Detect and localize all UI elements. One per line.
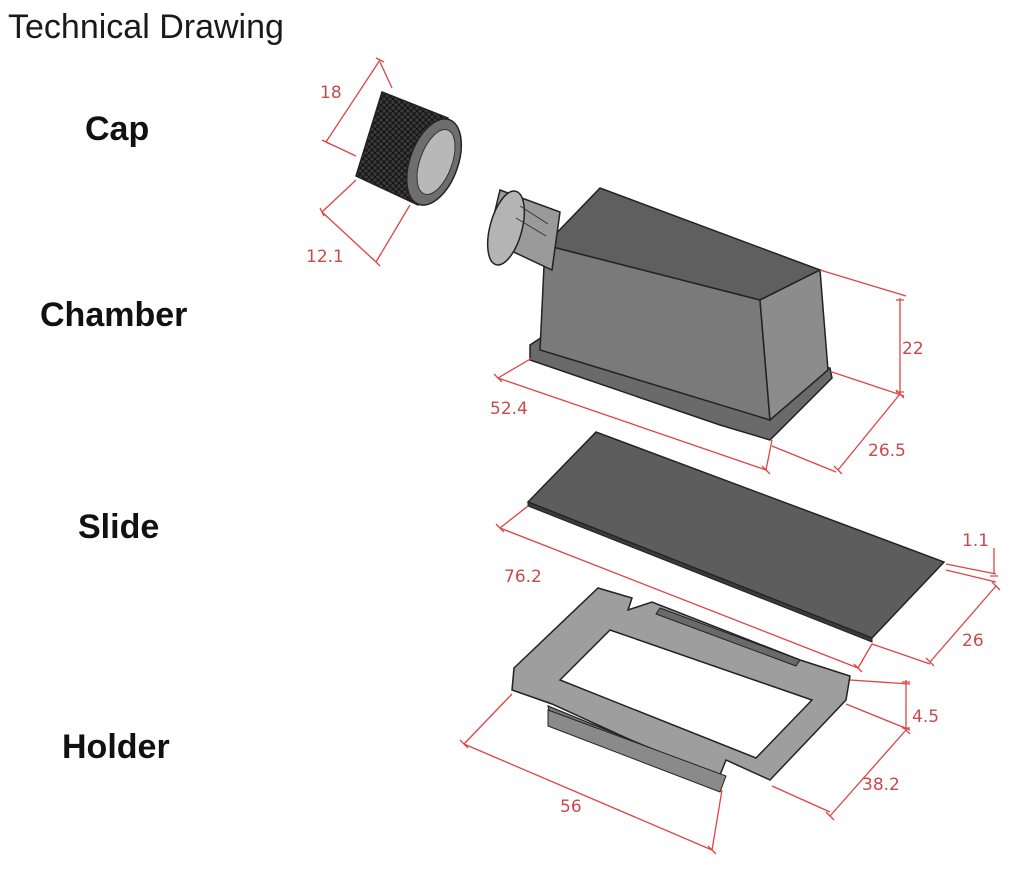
cap-dimension-lines (319, 57, 411, 267)
chamber-dimension-lines (493, 269, 907, 475)
slide-length-dim: 76.2 (504, 567, 542, 587)
holder-dimension-lines (459, 679, 911, 855)
cap-length-dim: 12.1 (306, 247, 344, 267)
slide-part (526, 431, 946, 643)
slide-dimension-lines (495, 505, 1001, 673)
cap-diameter-dim: 18 (320, 83, 342, 103)
slide-thickness-dim: 1.1 (962, 531, 989, 551)
holder-length-dim: 56 (560, 797, 582, 817)
holder-label: Holder (62, 728, 170, 766)
holder-height-dim: 4.5 (912, 707, 939, 727)
chamber-part (486, 187, 833, 441)
chamber-width-dim: 26.5 (868, 441, 906, 461)
chamber-height-dim: 22 (902, 339, 924, 359)
holder-width-dim: 38.2 (862, 775, 900, 795)
page-title: Technical Drawing (8, 8, 284, 46)
chamber-length-dim: 52.4 (490, 399, 528, 419)
holder-part (511, 587, 851, 793)
slide-width-dim: 26 (962, 631, 984, 651)
chamber-label: Chamber (40, 296, 188, 334)
cap-part (355, 91, 463, 207)
slide-label: Slide (78, 508, 160, 546)
cap-label: Cap (85, 110, 150, 148)
